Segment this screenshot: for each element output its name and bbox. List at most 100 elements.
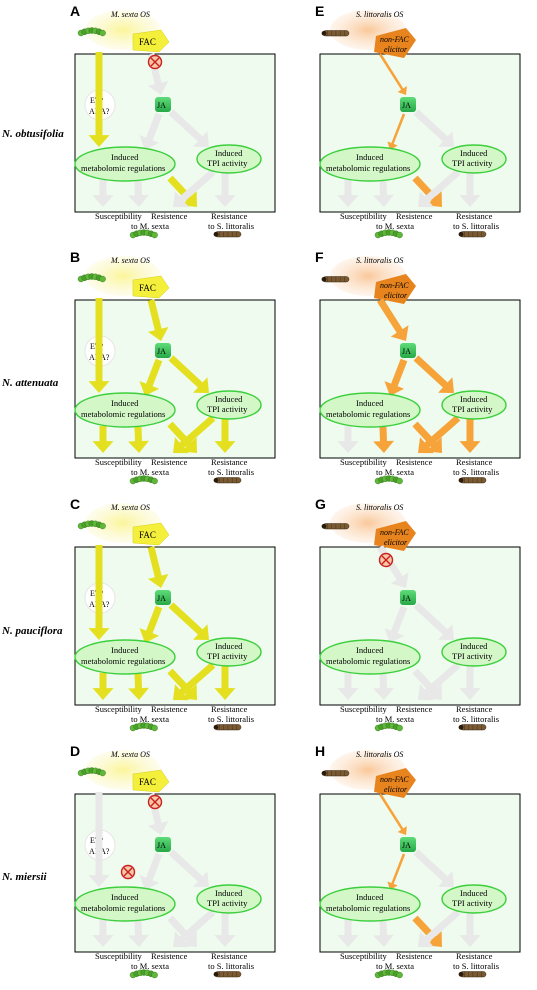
arrow-met-sus <box>337 920 359 947</box>
fac-label: FAC <box>139 530 156 540</box>
manduca-caterpillar-icon <box>77 767 106 777</box>
os-label: M. sexta OS <box>110 503 150 512</box>
arrow-tpi-sl <box>459 912 481 947</box>
tpi-node <box>441 884 507 914</box>
tpi-label: Induced <box>215 641 243 651</box>
outcome-resistance-sl: Resistance <box>456 211 493 221</box>
spodoptera-small-icon <box>213 971 242 978</box>
non-fac-label-2: elicitor <box>384 45 408 54</box>
arrow-met-sus <box>337 673 359 700</box>
outcome-resistance-sl: Resistance <box>456 951 493 961</box>
arrow-met-sus <box>92 426 114 453</box>
ja-label: JA <box>157 594 166 603</box>
panel-letter: B <box>70 249 80 265</box>
ja-label: JA <box>157 347 166 356</box>
ja-label: JA <box>402 101 411 110</box>
manduca-small-icon <box>374 969 403 979</box>
arrow-tpi-sl <box>459 418 481 453</box>
manduca-caterpillar-icon <box>77 273 106 283</box>
block-et-icon <box>120 864 136 880</box>
ja-label: JA <box>402 841 411 850</box>
arrow-os-et <box>88 298 110 393</box>
ja-label: JA <box>402 594 411 603</box>
tpi-label-2: TPI activity <box>207 651 248 661</box>
ja-node <box>155 590 171 605</box>
outcome-resistance-sl-2: to S. littoralis <box>453 714 499 724</box>
arrow-ja-tpi <box>168 109 209 147</box>
manduca-small-icon <box>374 229 403 239</box>
arrow-met-sl <box>167 175 197 207</box>
panel-letter: E <box>315 3 324 19</box>
ja-node <box>400 837 416 852</box>
arrow-met-res <box>128 920 149 947</box>
outcome-susceptibility: Susceptibility <box>340 704 388 714</box>
arrow-tpi-res <box>173 415 216 454</box>
metabolomic-label: Induced <box>111 645 139 655</box>
arrow-tpi-res <box>418 909 461 948</box>
os-label: S. littoralis OS <box>356 10 403 19</box>
arrow-tpi-res <box>173 169 216 208</box>
panel-letter: H <box>315 743 325 759</box>
fac-tag <box>132 275 170 299</box>
outcome-resistance: Resistence <box>396 457 433 467</box>
arrow-ja-tpi <box>413 355 454 393</box>
non-fac-tag <box>374 28 416 58</box>
spodoptera-small-icon <box>458 231 487 238</box>
spodoptera-caterpillar-icon <box>321 523 350 530</box>
arrow-met-sl <box>412 421 442 453</box>
block-fac-icon <box>147 794 163 810</box>
plant-box <box>319 299 521 459</box>
outcome-susceptibility-2: to M. sexta <box>131 961 169 971</box>
tpi-node <box>196 884 262 914</box>
outcome-susceptibility: Susceptibility <box>340 951 388 961</box>
arrow-fac-ja <box>378 53 407 95</box>
arrow-tpi-sl <box>459 172 481 207</box>
arrow-tpi-sl <box>214 418 236 453</box>
arrow-met-sl <box>167 668 197 700</box>
outcome-resistance: Resistence <box>396 704 433 714</box>
outcome-susceptibility: Susceptibility <box>95 457 143 467</box>
arrow-os-et <box>88 545 110 640</box>
non-fac-label-2: elicitor <box>384 291 408 300</box>
spodoptera-small-icon <box>458 477 487 484</box>
non-fac-tag <box>374 274 416 304</box>
outcome-resistance-sl-2: to S. littoralis <box>453 221 499 231</box>
metabolomic-label-2: metabolomic regulations <box>81 409 165 419</box>
non-fac-label: non-FAC <box>380 775 409 784</box>
manduca-small-icon <box>374 722 403 732</box>
arrow-ja-met <box>387 853 406 890</box>
outcome-susceptibility-2: to M. sexta <box>131 221 169 231</box>
fac-label: FAC <box>139 37 156 47</box>
arrow-met-sus <box>92 673 114 700</box>
arrow-ja-met <box>139 605 163 643</box>
os-label: S. littoralis OS <box>356 750 403 759</box>
manduca-small-icon <box>129 229 158 239</box>
tpi-label: Induced <box>215 394 243 404</box>
tpi-label-2: TPI activity <box>207 898 248 908</box>
outcome-resistance: Resistence <box>151 704 188 714</box>
spodoptera-small-icon <box>458 724 487 731</box>
block-fac-icon <box>147 54 163 70</box>
manduca-small-icon <box>129 969 158 979</box>
outcome-susceptibility: Susceptibility <box>95 704 143 714</box>
spodoptera-caterpillar-icon <box>321 276 350 283</box>
metabolomic-label-2: metabolomic regulations <box>326 163 410 173</box>
arrow-met-res <box>373 920 394 947</box>
manduca-caterpillar-icon <box>77 520 106 530</box>
arrow-fac-ja <box>378 793 407 835</box>
metabolomic-node <box>74 146 176 182</box>
arrow-ja-met <box>139 358 163 396</box>
metabolomic-label-2: metabolomic regulations <box>326 409 410 419</box>
tpi-label: Induced <box>460 641 488 651</box>
metabolomic-label: Induced <box>356 645 384 655</box>
ja-node <box>155 97 171 112</box>
ja-label: JA <box>402 347 411 356</box>
outcome-resistance: Resistence <box>396 211 433 221</box>
non-fac-label-2: elicitor <box>384 785 408 794</box>
outcome-resistance: Resistence <box>151 211 188 221</box>
arrow-tpi-res <box>173 662 216 701</box>
arrow-met-sl <box>412 915 442 947</box>
outcome-susceptibility-2: to M. sexta <box>131 467 169 477</box>
